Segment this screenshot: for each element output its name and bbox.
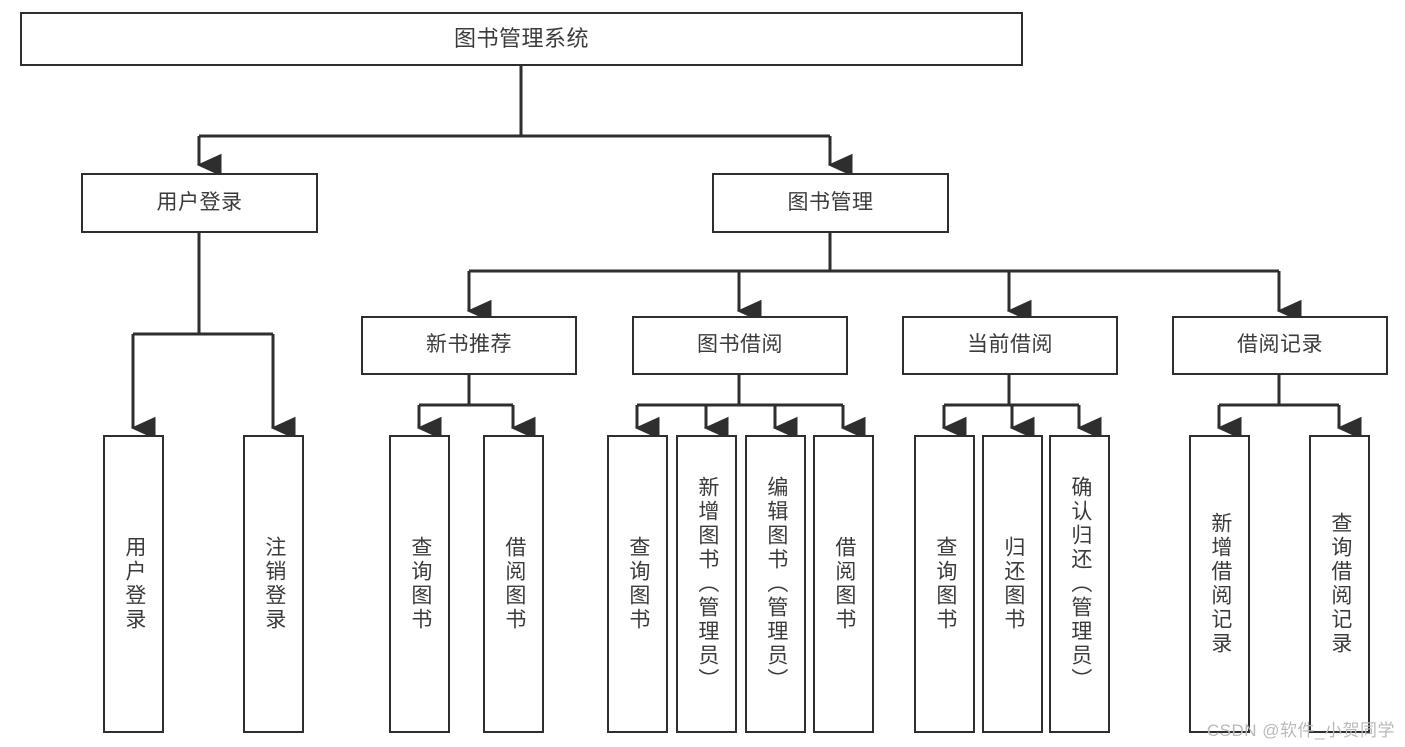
node-root-book-management-system[interactable]: 图书管理系统 xyxy=(20,12,1023,66)
leaf-query-book-current[interactable]: 查询图书 xyxy=(914,435,975,733)
leaf-add-book-admin[interactable]: 新增图书（管理员） xyxy=(676,435,737,733)
node-user-login[interactable]: 用户登录 xyxy=(81,173,318,233)
node-borrow-record[interactable]: 借阅记录 xyxy=(1172,316,1388,375)
node-book-management[interactable]: 图书管理 xyxy=(712,173,949,233)
leaf-borrow-book-new-recommend[interactable]: 借阅图书 xyxy=(483,435,544,733)
node-current-borrow[interactable]: 当前借阅 xyxy=(902,316,1118,375)
leaf-query-book-borrow[interactable]: 查询图书 xyxy=(607,435,668,733)
leaf-borrow-book-borrow[interactable]: 借阅图书 xyxy=(813,435,874,733)
leaf-query-book-new-recommend[interactable]: 查询图书 xyxy=(389,435,450,733)
leaf-confirm-return-admin[interactable]: 确认归还（管理员） xyxy=(1049,435,1110,733)
leaf-query-borrow-record[interactable]: 查询借阅记录 xyxy=(1309,435,1370,733)
leaf-return-book[interactable]: 归还图书 xyxy=(982,435,1043,733)
leaf-logout-login[interactable]: 注销登录 xyxy=(243,435,304,733)
node-new-book-recommend[interactable]: 新书推荐 xyxy=(361,316,577,375)
leaf-edit-book-admin[interactable]: 编辑图书（管理员） xyxy=(745,435,806,733)
csdn-watermark: CSDN @软件_小贺同学 xyxy=(1206,721,1395,740)
leaf-add-borrow-record[interactable]: 新增借阅记录 xyxy=(1189,435,1250,733)
node-book-borrow[interactable]: 图书借阅 xyxy=(632,316,848,375)
leaf-user-login[interactable]: 用户登录 xyxy=(103,435,164,733)
